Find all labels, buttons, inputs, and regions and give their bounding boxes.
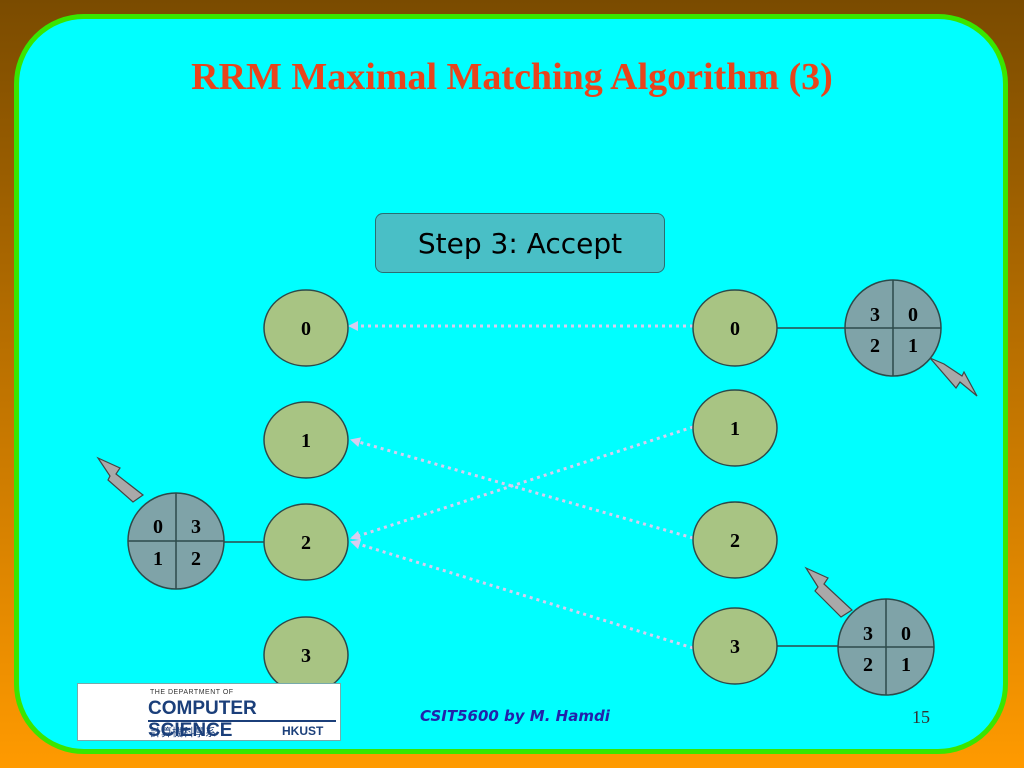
arbiter-cell: 3 — [191, 516, 201, 538]
output-0-arbiter: 3 0 2 1 — [844, 279, 942, 377]
logo-chinese: 計算機科學系 — [150, 726, 216, 739]
arbiter-cell: 3 — [863, 623, 873, 645]
arbiter-cell: 1 — [908, 335, 918, 357]
department-logo: THE DEPARTMENT OF COMPUTER SCIENCE 計算機科學… — [77, 683, 341, 741]
arbiter-cell: 3 — [870, 304, 880, 326]
logo-divider — [148, 720, 336, 722]
accept-arrow-output2-input1 — [350, 437, 694, 540]
arbiter-cell: 0 — [901, 623, 911, 645]
step-label: Step 3: Accept — [417, 226, 623, 260]
pointer-arrow-icon — [929, 357, 978, 397]
input-node-label: 0 — [301, 318, 311, 340]
input-node-label: 3 — [301, 645, 311, 667]
arbiter-cell: 2 — [863, 654, 873, 676]
input-node-3: 3 — [263, 616, 349, 694]
slide-title: RRM Maximal Matching Algorithm (3) — [191, 56, 833, 98]
step-label-box: Step 3: Accept — [375, 213, 665, 273]
arbiter-cell: 2 — [191, 548, 201, 570]
output-node-label: 1 — [730, 418, 740, 440]
input-node-label: 1 — [301, 430, 311, 452]
output-node-label: 3 — [730, 636, 740, 658]
arbiter-cell: 1 — [153, 548, 163, 570]
output-node-label: 2 — [730, 530, 740, 552]
input-node-0: 0 — [263, 289, 349, 367]
input-2-arbiter: 0 3 1 2 — [127, 492, 225, 590]
logo-name: COMPUTER SCIENCE — [148, 698, 257, 741]
output-3-arbiter: 3 0 2 1 — [837, 598, 935, 696]
pointer-arrow-icon — [804, 566, 853, 618]
accept-arrow-output1-input2 — [350, 425, 694, 541]
accept-arrow-output3-input2 — [350, 539, 694, 650]
page-number: 15 — [912, 707, 930, 727]
output-node-2: 2 — [692, 501, 778, 579]
output-node-label: 0 — [730, 318, 740, 340]
logo-dept-line: THE DEPARTMENT OF — [150, 689, 234, 696]
arbiter-cell: 0 — [908, 304, 918, 326]
logo-school: HKUST — [282, 724, 324, 738]
output-node-1: 1 — [692, 389, 778, 467]
input-node-label: 2 — [301, 532, 311, 554]
pointer-arrow-icon — [96, 456, 145, 503]
output-node-3: 3 — [692, 607, 778, 685]
output-node-0: 0 — [692, 289, 778, 367]
slide-footer: CSIT5600 by M. Hamdi — [420, 707, 610, 725]
arbiter-cell: 1 — [901, 654, 911, 676]
arbiter-cell: 2 — [870, 335, 880, 357]
input-node-2: 2 — [263, 503, 349, 581]
arbiter-cell: 0 — [153, 516, 163, 538]
input-node-1: 1 — [263, 401, 349, 479]
